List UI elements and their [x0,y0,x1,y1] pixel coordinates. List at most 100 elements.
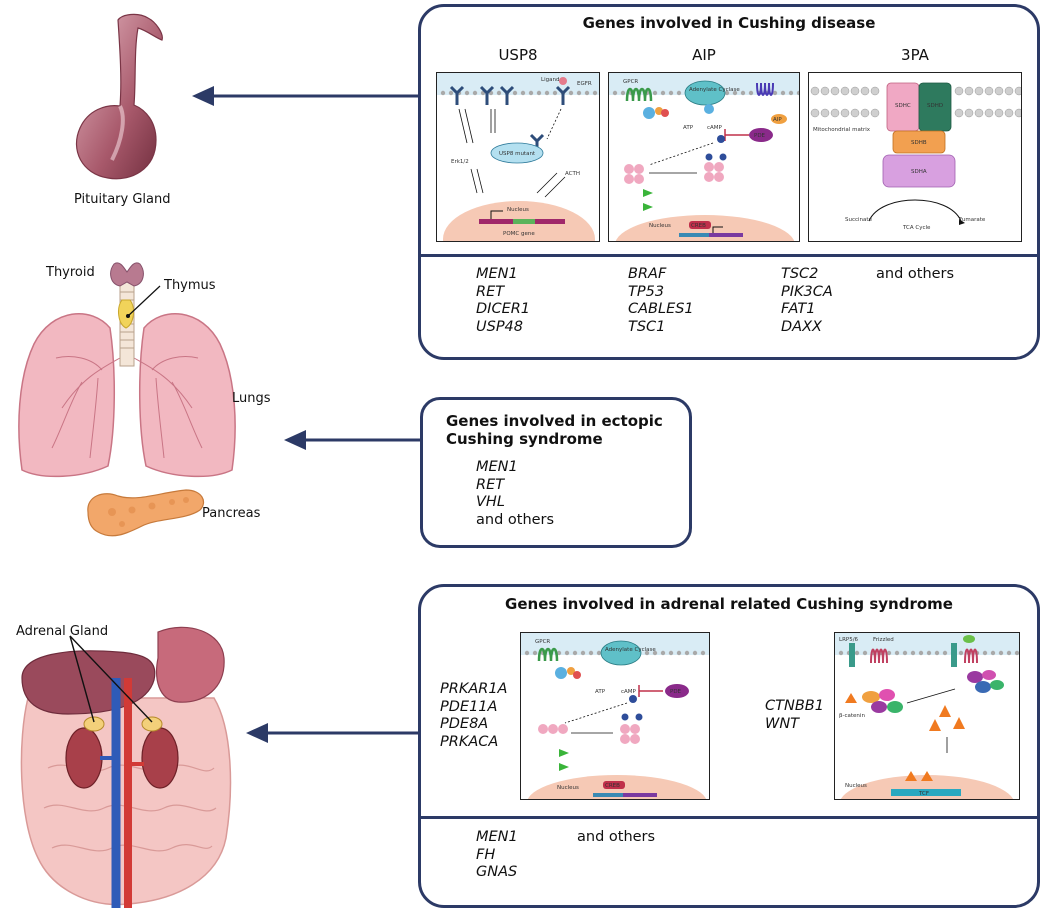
gene-item: CABLES1 [628,301,694,317]
cushing-disease-divider [420,254,1038,257]
aip-aip-text: AIP [773,117,782,123]
aip-pathway-panel: GPCR Adenylate Cyclase ATP cAMP PDE AIP … [608,72,800,242]
adrenal-gland-label: Adrenal Gland [16,624,109,639]
aip-panel-title: AIP [692,46,716,64]
lungs-thyroid-thymus-illustration [18,262,236,478]
aip-creb-text: CREB [691,223,706,229]
pka-gpcr-text: GPCR [535,639,550,645]
aip-ac-text: Adenylate Cyclase [689,87,740,93]
thyroid-label: Thyroid [46,265,95,280]
adrenal-title: Genes involved in adrenal related Cushin… [505,595,953,613]
pka-atp-text: ATP [595,689,606,695]
cushing-disease-others: and others [876,266,955,282]
3pa-pathway-diagram: SDHC SDHD SDHB SDHA Mitochondrial matrix… [810,82,1021,231]
3pa-succinate-text: Succinate [845,217,873,223]
gene-item: MEN1 [476,829,518,845]
gene-item: VHL [476,494,505,510]
usp8-pomc-text: POMC gene [503,231,535,237]
gene-item: FAT1 [781,301,816,317]
usp8-nucleus-text: Nucleus [507,207,529,213]
wnt-lrp-text: LRP5/6 [839,637,859,643]
adrenal-genes-right: CTNBB1 WNT [765,698,824,733]
wnt-nucleus-text: Nucleus [845,783,867,789]
ectopic-genes: MEN1 RET VHL and others [476,459,554,529]
gene-item: TSC2 [781,266,819,282]
3pa-matrix-text: Mitochondrial matrix [813,127,871,133]
pka-pde-text: PDE [670,689,682,695]
aip-camp-text: cAMP [707,125,723,131]
gene-item: DICER1 [476,301,531,317]
usp8-acth-text: ACTH [565,171,580,177]
pka-ac-text: Adenylate Cyclase [605,647,656,653]
adrenal-divider [420,816,1038,819]
usp8-ligand-text: Ligand [541,77,559,83]
pka-pathway-panel: GPCR Adenylate Cyclase ATP cAMP PDE Nucl… [520,632,710,800]
gene-item: BRAF [628,266,667,282]
3pa-sdha-text: SDHA [911,169,927,175]
gene-item: USP48 [476,318,524,335]
usp8-erk-text: Erk1/2 [451,159,469,165]
adrenal-abdomen-illustration [20,626,232,908]
aip-gpcr-text: GPCR [623,79,638,85]
ectopic-box [420,397,692,548]
gene-item: TP53 [628,283,665,300]
pancreas-illustration [87,489,205,537]
3pa-sdhb-text: SDHB [911,140,927,146]
lungs-label: Lungs [232,391,271,406]
cushing-disease-genes-col1: MEN1 RET DICER1 USP48 [476,266,530,336]
pka-creb-text: CREB [605,783,620,789]
gene-item: TSC1 [628,318,666,335]
adrenal-genes-bottom: MEN1 FH GNAS [476,829,518,882]
arrow-to-adrenal [246,723,420,743]
usp8-pathway-diagram: Ligand EGFR USP8 mutant Erk1/2 ACTH Nucl… [437,73,599,241]
pituitary-gland-label: Pituitary Gland [74,192,171,207]
gene-item: PIK3CA [781,283,833,300]
wnt-catenin-text: β-catenin [839,713,865,719]
3pa-sdhd-text: SDHD [927,103,943,109]
arrow-to-pituitary [192,86,420,106]
wnt-frizzled-text: Frizzled [873,637,894,643]
wnt-pathway-panel: LRP5/6 Frizzled β-catenin Nucleus TCF [834,632,1020,800]
pituitary-gland-illustration [75,13,163,180]
adrenal-others: and others [577,829,656,845]
gene-item: CTNBB1 [765,698,824,714]
ectopic-title-line2: Cushing syndrome [446,430,603,448]
gene-item: PRKACA [440,733,499,750]
gene-item: MEN1 [476,266,518,282]
aip-pde-text: PDE [754,133,766,139]
3pa-sdhc-text: SDHC [895,103,911,109]
arrow-to-lungs [284,430,422,450]
wnt-pathway-diagram: LRP5/6 Frizzled β-catenin Nucleus TCF [835,633,1019,799]
gene-item: FH [476,846,496,863]
ectopic-others: and others [476,511,555,528]
gene-item: RET [476,476,505,493]
thymus-label: Thymus [164,278,216,293]
gene-item: DAXX [781,318,822,335]
gene-item: MEN1 [476,459,518,475]
usp8-pathway-panel: Ligand EGFR USP8 mutant Erk1/2 ACTH Nucl… [436,72,600,242]
pancreas-label: Pancreas [202,506,261,521]
pka-nucleus-text: Nucleus [557,785,579,791]
usp8-mutant-text: USP8 mutant [499,151,536,157]
pka-camp-text: cAMP [621,689,637,695]
3pa-tca-text: TCA Cycle [902,225,931,231]
cushing-disease-title: Genes involved in Cushing disease [582,14,876,32]
adrenal-genes-left: PRKAR1A PDE11A PDE8A PRKACA [440,681,507,751]
3pa-pathway-panel: SDHC SDHD SDHB SDHA Mitochondrial matrix… [808,72,1022,242]
3pa-fumarate-text: Fumarate [959,217,986,223]
aip-nucleus-text: Nucleus [649,223,671,229]
wnt-tcf-text: TCF [918,791,929,797]
cushing-disease-genes-col2: BRAF TP53 CABLES1 TSC1 [628,266,694,336]
pka-pathway-diagram: GPCR Adenylate Cyclase ATP cAMP PDE Nucl… [521,633,709,799]
gene-item: PDE8A [440,716,489,732]
aip-atp-text: ATP [683,125,694,131]
gene-item: RET [476,283,505,300]
gene-item: PRKAR1A [440,681,508,697]
usp8-panel-title: USP8 [498,46,538,64]
aip-pathway-diagram: GPCR Adenylate Cyclase ATP cAMP PDE AIP … [609,73,799,241]
ectopic-title-line1: Genes involved in ectopic [446,412,663,430]
3pa-panel-title: 3PA [901,46,929,64]
gene-item: WNT [765,715,800,732]
usp8-egfr-text: EGFR [577,81,592,87]
cushing-disease-genes-col3: TSC2 PIK3CA FAT1 DAXX [781,266,833,336]
